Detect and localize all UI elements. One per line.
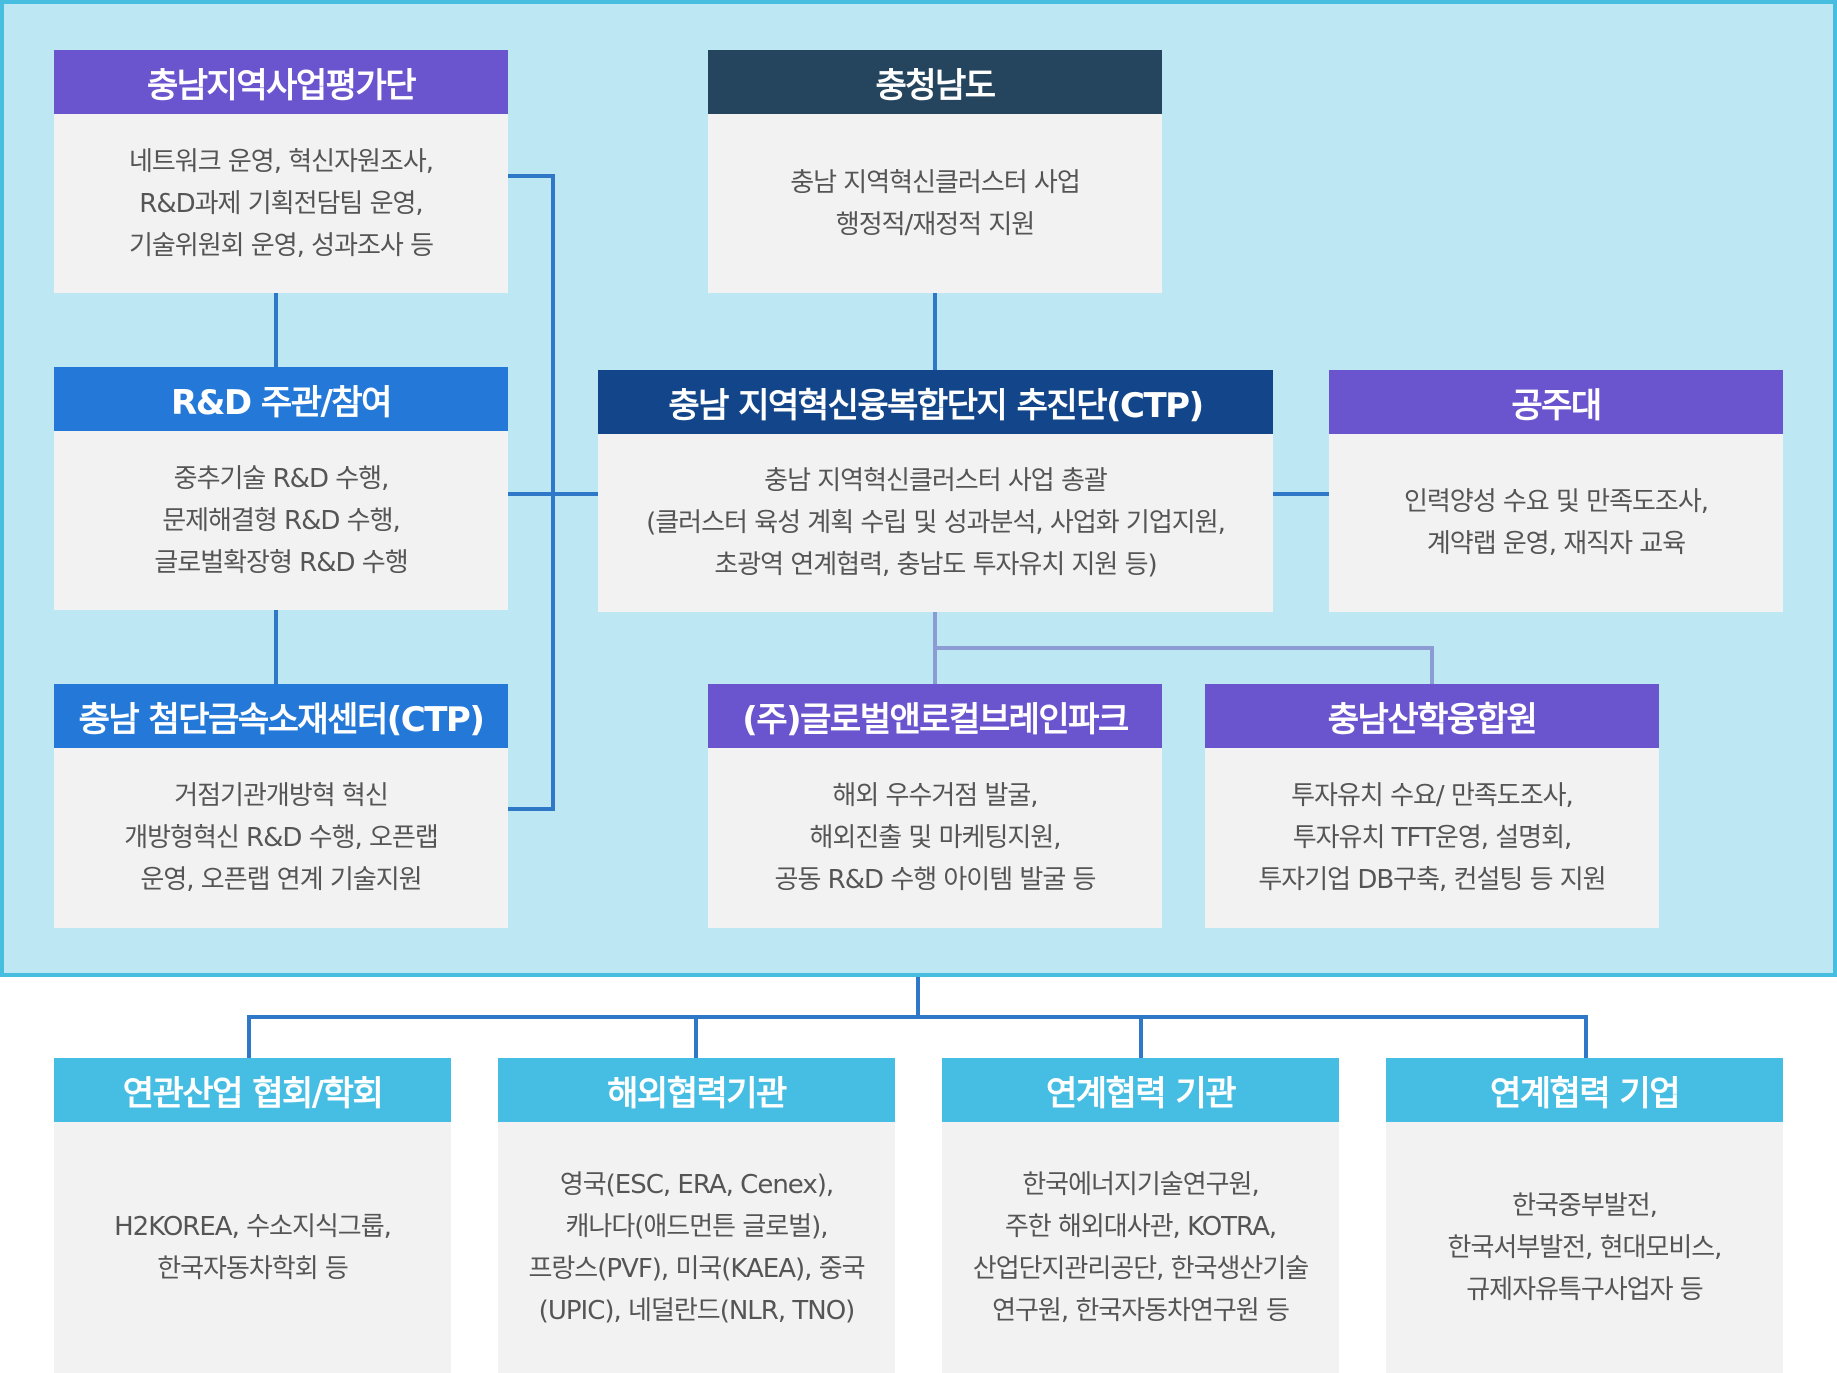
node-metal-center: 충남 첨단금속소재센터(CTP) 거점기관개방혁 혁신 개방형혁신 R&D 수행… (54, 684, 508, 928)
node-line: 투자유치 TFT운영, 설명회, (1292, 823, 1573, 853)
node-line: 인력양성 수요 및 만족도조사, (1403, 487, 1709, 517)
node-line: 개방형혁신 R&D 수행, 오픈랩 (124, 823, 439, 853)
node-title: 충남산학융합원 (1205, 684, 1659, 748)
node-body: 한국에너지기술연구원, 주한 해외대사관, KOTRA, 산업단지관리공단, 한… (942, 1122, 1339, 1373)
node-line: 규제자유특구사업자 등 (1466, 1274, 1703, 1305)
node-line: 투자유치 수요/ 만족도조사, (1291, 781, 1574, 811)
node-body: 영국(ESC, ERA, Cenex), 캐나다(애드먼튼 글로벌), 프랑스(… (498, 1122, 895, 1373)
node-global-brainpark: (주)글로벌앤로컬브레인파크 해외 우수거점 발굴, 해외진출 및 마케팅지원,… (708, 684, 1162, 928)
node-line: 기술위원회 운영, 성과조사 등 (128, 230, 434, 261)
node-title: 충남지역사업평가단 (54, 50, 508, 114)
node-partner-companies: 연계협력 기업 한국중부발전, 한국서부발전, 현대모비스, 규제자유특구사업자… (1386, 1058, 1783, 1373)
node-chungnam-province: 충청남도 충남 지역혁신클러스터 사업 행정적/재정적 지원 (708, 50, 1162, 293)
node-ctp-center: 충남 지역혁신융복합단지 추진단(CTP) 충남 지역혁신클러스터 사업 총괄 … (598, 370, 1273, 612)
node-title: R&D 주관/참여 (54, 367, 508, 431)
node-line: 계약랩 운영, 재직자 교육 (1426, 529, 1686, 559)
node-body: 해외 우수거점 발굴, 해외진출 및 마케팅지원, 공동 R&D 수행 아이템 … (708, 748, 1162, 928)
node-line: 공동 R&D 수행 아이템 발굴 등 (774, 865, 1097, 895)
node-line: 한국에너지기술연구원, (1022, 1169, 1259, 1200)
node-line: 운영, 오픈랩 연계 기술지원 (140, 865, 422, 895)
node-title: 연관산업 협회/학회 (54, 1058, 451, 1122)
node-body: 충남 지역혁신클러스터 사업 총괄 (클러스터 육성 계획 수립 및 성과분석,… (598, 434, 1273, 612)
node-line: 초광역 연계협력, 충남도 투자유치 지원 등) (714, 550, 1157, 580)
node-line: 한국자동차학회 등 (157, 1253, 349, 1284)
node-line: 네트워크 운영, 혁신자원조사, (128, 146, 434, 177)
node-title: 충남 지역혁신융복합단지 추진단(CTP) (598, 370, 1273, 434)
connector-bottom-bar (247, 1015, 1588, 1058)
node-line: 산업단지관리공단, 한국생산기술 (972, 1253, 1309, 1284)
node-line: 캐나다(애드먼튼 글로벌), (565, 1211, 828, 1242)
node-line: (UPIC), 네덜란드(NLR, TNO) (538, 1295, 856, 1326)
node-body: 인력양성 수요 및 만족도조사, 계약랩 운영, 재직자 교육 (1329, 434, 1783, 612)
node-body: 거점기관개방혁 혁신 개방형혁신 R&D 수행, 오픈랩 운영, 오픈랩 연계 … (54, 748, 508, 928)
node-title: (주)글로벌앤로컬브레인파크 (708, 684, 1162, 748)
node-body: 중추기술 R&D 수행, 문제해결형 R&D 수행, 글로벌확장형 R&D 수행 (54, 431, 508, 610)
node-body: 투자유치 수요/ 만족도조사, 투자유치 TFT운영, 설명회, 투자기업 DB… (1205, 748, 1659, 928)
node-line: 주한 해외대사관, KOTRA, (1004, 1211, 1277, 1242)
node-partner-institutions: 연계협력 기관 한국에너지기술연구원, 주한 해외대사관, KOTRA, 산업단… (942, 1058, 1339, 1373)
node-line: 한국중부발전, (1512, 1190, 1658, 1221)
node-line: 중추기술 R&D 수행, (173, 463, 390, 494)
node-body: 충남 지역혁신클러스터 사업 행정적/재정적 지원 (708, 114, 1162, 293)
node-line: H2KOREA, 수소지식그룹, (114, 1211, 392, 1242)
node-body: 한국중부발전, 한국서부발전, 현대모비스, 규제자유특구사업자 등 (1386, 1122, 1783, 1373)
node-title: 충남 첨단금속소재센터(CTP) (54, 684, 508, 748)
node-line: 충남 지역혁신클러스터 사업 (790, 167, 1081, 198)
node-title: 연계협력 기관 (942, 1058, 1339, 1122)
node-line: 해외진출 및 마케팅지원, (809, 823, 1061, 853)
node-body: 네트워크 운영, 혁신자원조사, R&D과제 기획전담팀 운영, 기술위원회 운… (54, 114, 508, 293)
node-line: R&D과제 기획전담팀 운영, (139, 188, 423, 219)
node-line: 한국서부발전, 현대모비스, (1447, 1232, 1723, 1263)
node-title: 공주대 (1329, 370, 1783, 434)
node-line: 투자기업 DB구축, 컨설팅 등 지원 (1258, 865, 1606, 895)
node-line: 연구원, 한국자동차연구원 등 (992, 1295, 1290, 1326)
node-line: 영국(ESC, ERA, Cenex), (559, 1169, 834, 1200)
node-line: 충남 지역혁신클러스터 사업 총괄 (764, 466, 1108, 496)
node-line: 문제해결형 R&D 수행, (162, 505, 401, 536)
node-related-associations: 연관산업 협회/학회 H2KOREA, 수소지식그룹, 한국자동차학회 등 (54, 1058, 451, 1373)
node-line: 글로벌확장형 R&D 수행 (154, 547, 408, 578)
node-line: (클러스터 육성 계획 수립 및 성과분석, 사업화 기업지원, (646, 508, 1226, 538)
node-rnd-lead: R&D 주관/참여 중추기술 R&D 수행, 문제해결형 R&D 수행, 글로벌… (54, 367, 508, 610)
node-line: 거점기관개방혁 혁신 (174, 781, 389, 811)
node-title: 연계협력 기업 (1386, 1058, 1783, 1122)
node-overseas-partners: 해외협력기관 영국(ESC, ERA, Cenex), 캐나다(애드먼튼 글로벌… (498, 1058, 895, 1373)
node-industry-academia: 충남산학융합원 투자유치 수요/ 만족도조사, 투자유치 TFT운영, 설명회,… (1205, 684, 1659, 928)
node-title: 충청남도 (708, 50, 1162, 114)
node-kongju-univ: 공주대 인력양성 수요 및 만족도조사, 계약랩 운영, 재직자 교육 (1329, 370, 1783, 612)
node-body: H2KOREA, 수소지식그룹, 한국자동차학회 등 (54, 1122, 451, 1373)
node-title: 해외협력기관 (498, 1058, 895, 1122)
node-line: 행정적/재정적 지원 (835, 209, 1035, 240)
node-evaluation-agency: 충남지역사업평가단 네트워크 운영, 혁신자원조사, R&D과제 기획전담팀 운… (54, 50, 508, 293)
node-line: 해외 우수거점 발굴, (832, 781, 1038, 811)
node-line: 프랑스(PVF), 미국(KAEA), 중국 (528, 1253, 865, 1284)
